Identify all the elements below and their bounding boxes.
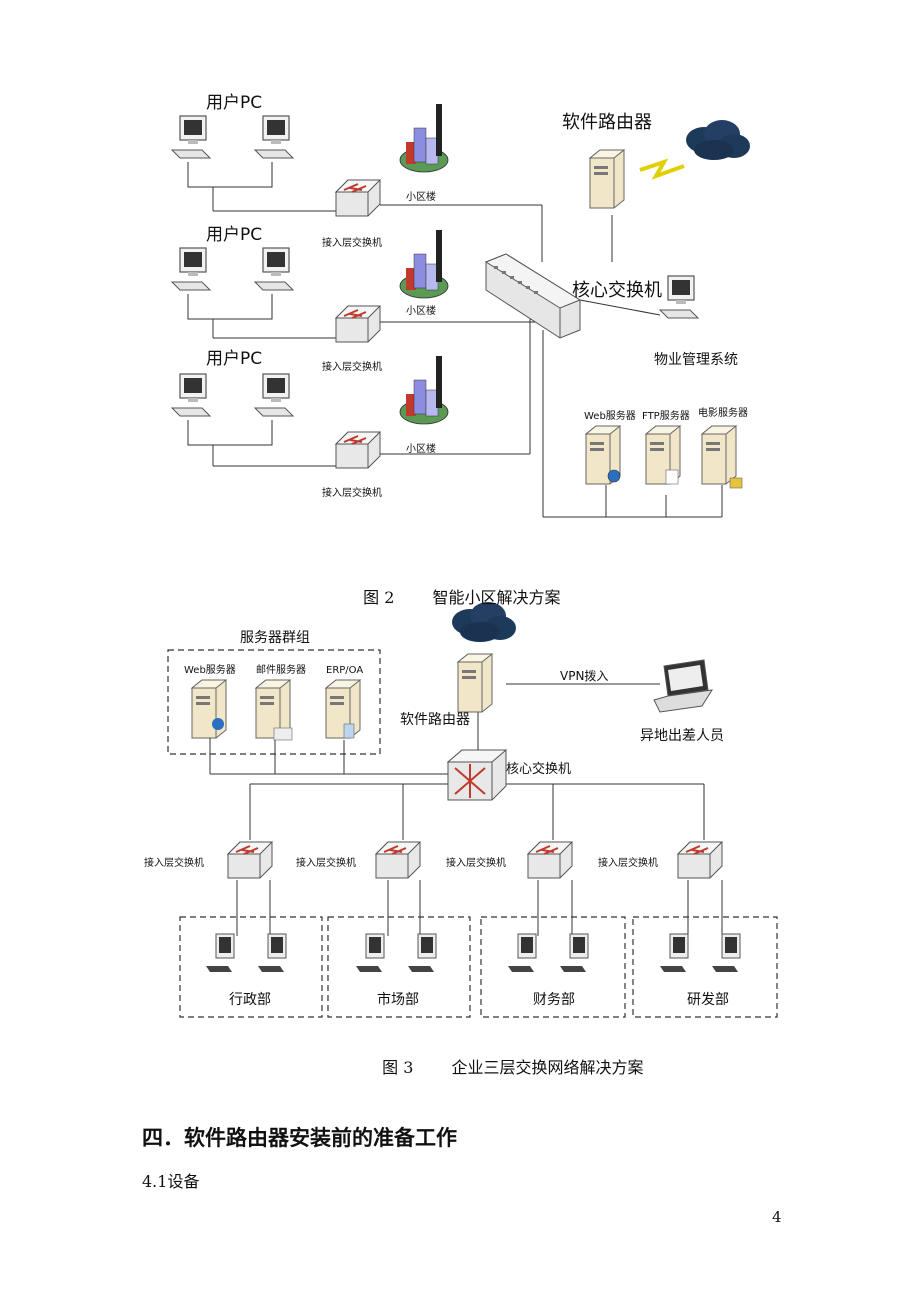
department-box: [179, 916, 323, 1018]
figure-2-title: 智能小区解决方案: [432, 588, 561, 607]
pc-icon: [711, 933, 741, 973]
software-router-label: 软件路由器: [562, 112, 652, 133]
department-label: 行政部: [229, 992, 271, 1008]
department-box: [327, 916, 471, 1018]
building-icon: [399, 355, 449, 425]
web-server-label: Web服务器: [584, 409, 636, 422]
figure-2-number: 图 2: [363, 588, 395, 607]
building-icon: [399, 229, 449, 299]
figure-3-caption: 图 3 企业三层交换网络解决方案: [372, 1035, 643, 1078]
pc-icon: [205, 933, 235, 973]
access-switch-label: 接入层交换机: [446, 856, 506, 869]
web-server-label: Web服务器: [184, 663, 236, 676]
access-switch-icon: [677, 841, 723, 879]
laptop-icon: [653, 659, 713, 713]
vpn-label: VPN拨入: [560, 669, 608, 683]
erp-oa-server-icon: [325, 679, 361, 739]
server-group-box: [167, 649, 381, 755]
user-pc-icon: [254, 373, 294, 417]
access-switch-label: 接入层交换机: [598, 856, 658, 869]
pc-icon: [257, 933, 287, 973]
property-system-label: 物业管理系统: [654, 352, 738, 368]
server-group-label: 服务器群组: [240, 630, 310, 646]
web-server-icon: [191, 679, 227, 739]
pc-icon: [559, 933, 589, 973]
figure-3-title: 企业三层交换网络解决方案: [451, 1058, 644, 1077]
access-switch-icon: [335, 431, 381, 469]
building-label: 小区楼: [406, 190, 436, 203]
mail-server-label: 邮件服务器: [256, 663, 306, 676]
access-switch-icon: [335, 179, 381, 217]
ftp-server-label: FTP服务器: [642, 409, 690, 422]
figure-3: 服务器群组 Web服务器 邮件服务器 ERP/OA: [144, 602, 778, 1018]
pc-icon: [355, 933, 385, 973]
access-switch-icon: [227, 841, 273, 879]
core-switch-icon: [446, 749, 508, 801]
software-router-icon: [457, 653, 493, 713]
access-switch-icon: [527, 841, 573, 879]
access-switch-icon: [375, 841, 421, 879]
user-pc-icon: [171, 373, 211, 417]
access-switch-label: 接入层交换机: [322, 486, 382, 499]
lightning-icon: [639, 158, 685, 180]
core-switch-icon: [484, 253, 582, 339]
cloud-icon: [452, 602, 516, 642]
core-switch-label: 核心交换机: [572, 280, 662, 301]
user-pc-label: 用户PC: [206, 349, 262, 369]
figure-3-number: 图 3: [382, 1058, 414, 1077]
page-number: 4: [772, 1208, 782, 1226]
user-pc-icon: [254, 247, 294, 291]
figure-2: 用户PC 用户PC 用户PC 小区楼 小区楼 小区楼 接入层交换机 接入层交换机…: [171, 93, 750, 518]
movie-server-icon: [701, 425, 737, 485]
department-box: [632, 916, 778, 1018]
cloud-icon: [686, 120, 750, 160]
remote-staff-label: 异地出差人员: [640, 728, 724, 744]
pc-icon: [507, 933, 537, 973]
software-router-icon: [589, 149, 625, 209]
building-label: 小区楼: [406, 304, 436, 317]
department-label: 研发部: [687, 992, 729, 1008]
department-label: 市场部: [377, 991, 419, 1008]
software-router-label: 软件路由器: [400, 712, 470, 728]
building-label: 小区楼: [406, 442, 436, 455]
building-icon: [399, 103, 449, 173]
access-switch-icon: [335, 305, 381, 343]
figure-2-caption: 图 2 智能小区解决方案: [353, 565, 560, 608]
user-pc-label: 用户PC: [206, 225, 262, 245]
subsection-heading: 4.1设备: [142, 1172, 200, 1191]
pc-icon: [659, 933, 689, 973]
access-switch-label: 接入层交换机: [296, 856, 356, 869]
department-box: [480, 916, 626, 1018]
access-switch-label: 接入层交换机: [322, 360, 382, 373]
access-switch-label: 接入层交换机: [322, 236, 382, 249]
movie-server-label: 电影服务器: [698, 406, 748, 419]
property-pc-icon: [659, 275, 699, 319]
erp-oa-label: ERP/OA: [326, 665, 363, 676]
section-heading: 四．软件路由器安装前的准备工作: [142, 1126, 457, 1150]
access-switch-label: 接入层交换机: [144, 856, 204, 869]
user-pc-icon: [171, 247, 211, 291]
user-pc-icon: [254, 115, 294, 159]
core-switch-label: 核心交换机: [506, 761, 571, 777]
department-label: 财务部: [533, 992, 575, 1008]
user-pc-label: 用户PC: [206, 93, 262, 113]
pc-icon: [407, 933, 437, 973]
user-pc-icon: [171, 115, 211, 159]
